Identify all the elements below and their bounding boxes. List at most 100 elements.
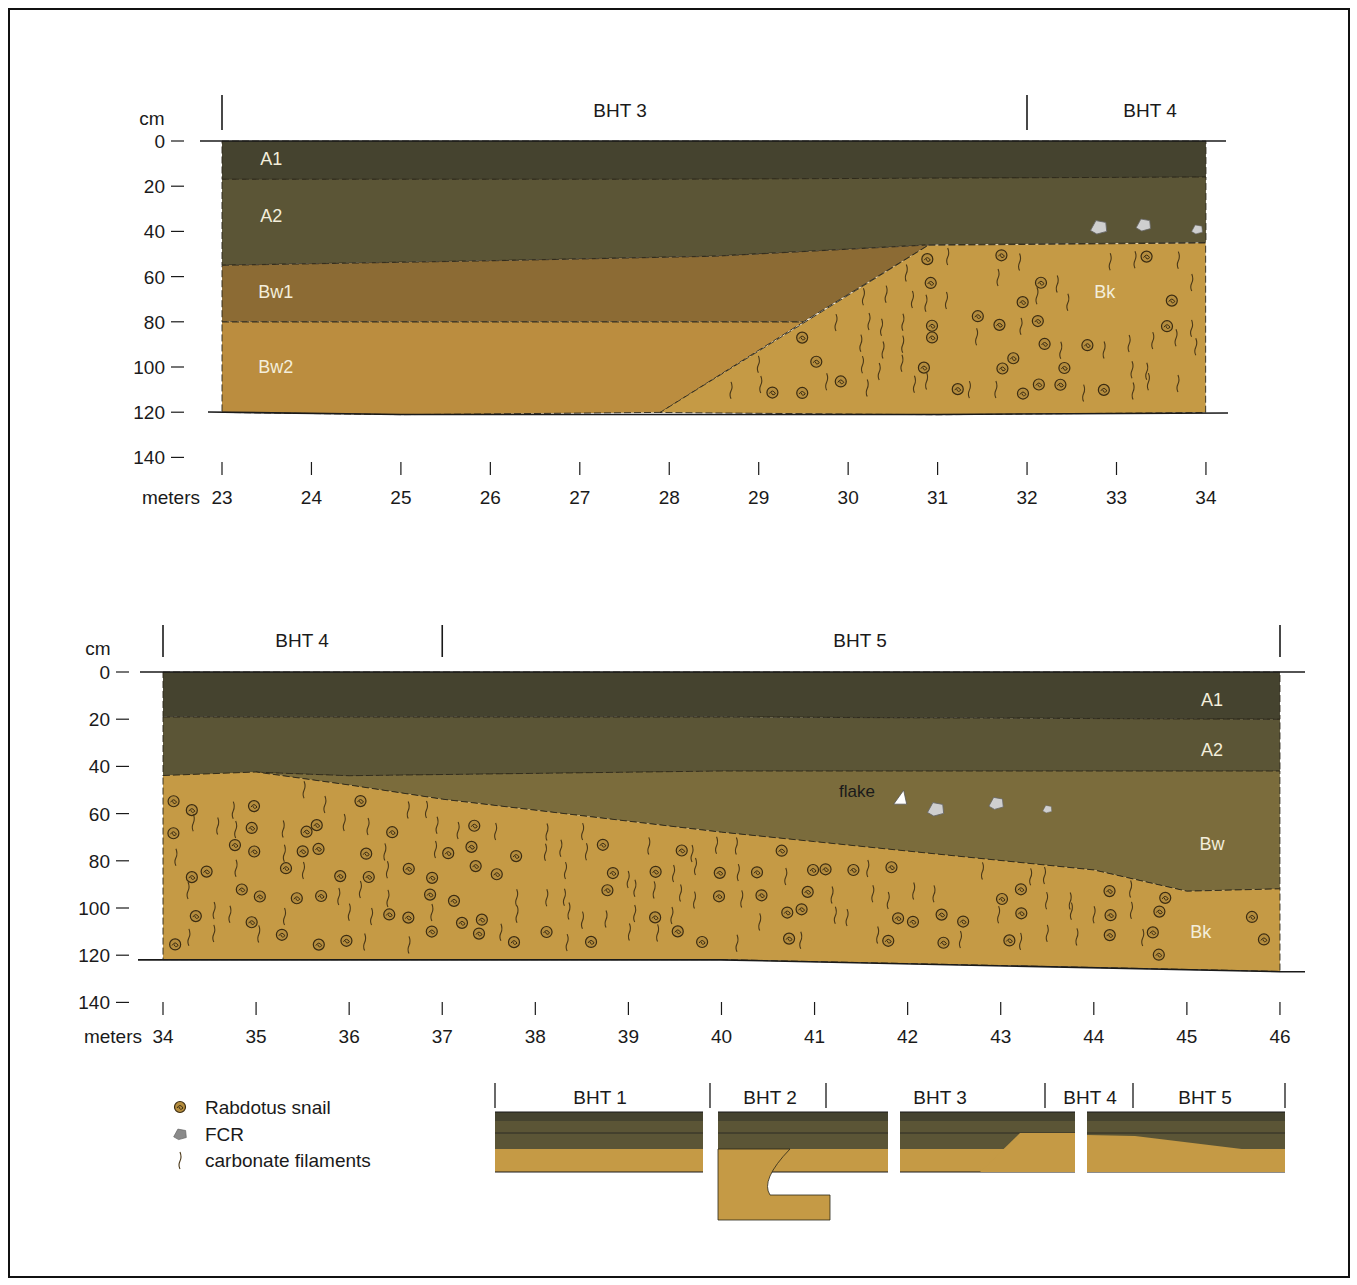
carbonate-filament (882, 341, 884, 358)
snail-symbol (1104, 930, 1115, 941)
carbonate-filament (425, 801, 427, 818)
snail-spiral (955, 387, 961, 391)
profile-line (937, 462, 938, 475)
snail-spiral (675, 930, 681, 934)
snail-spiral (814, 360, 820, 364)
axis-label: 100 (78, 899, 110, 918)
carbonate-filament (1130, 902, 1132, 919)
carbonate-filament (831, 887, 833, 904)
snail-symbol (509, 937, 520, 948)
snail-symbol (201, 866, 212, 877)
snail-spiral (925, 257, 931, 261)
carbonate-filament (933, 886, 935, 903)
axis-label: BHT 3 (593, 101, 647, 120)
snail-spiral (929, 336, 935, 340)
carbonate-filament (1046, 925, 1048, 942)
profile-line (200, 140, 1226, 142)
snail-symbol (1162, 320, 1173, 331)
snail-spiral (799, 336, 805, 340)
snail-symbol (996, 249, 1007, 260)
axis-label: 46 (1269, 1027, 1290, 1046)
snail-spiral (1038, 281, 1044, 285)
snail-spiral (1162, 897, 1168, 901)
horizon-label: A2 (1201, 739, 1223, 760)
snail-spiral (754, 871, 760, 875)
profile-line (442, 1002, 443, 1015)
carbonate-filament (175, 849, 177, 866)
snail-spiral (1042, 342, 1048, 346)
snail-spiral (386, 913, 392, 917)
snail-symbol (491, 869, 502, 880)
snail-spiral (304, 831, 310, 835)
snail-symbol (802, 887, 813, 898)
axis-label: meters (84, 1027, 142, 1046)
soil-horizon: Bk (163, 772, 1280, 971)
snail-spiral (997, 323, 1003, 327)
carbonate-filament (671, 907, 673, 924)
carbonate-filament (568, 903, 570, 920)
snail-symbol (457, 918, 468, 929)
snail-symbol (186, 872, 197, 883)
carbonate-filament (605, 911, 607, 928)
overview-band (495, 1112, 703, 1121)
snail-symbol (1160, 893, 1171, 904)
snail-spiral (895, 917, 901, 921)
carbonate-filament (1057, 275, 1059, 292)
carbonate-filament (495, 823, 497, 840)
snail-spiral (1150, 931, 1156, 935)
snail-spiral (189, 809, 195, 813)
carbonate-filament (338, 888, 340, 905)
profile-line (900, 1111, 1075, 1112)
snail-spiral (679, 849, 685, 853)
profile-line (400, 462, 401, 475)
carbonate-filament (885, 285, 887, 302)
profile-line (848, 462, 849, 475)
snail-spiral (940, 942, 946, 946)
carbonate-filament (867, 860, 869, 877)
carbonate-filament (906, 264, 908, 281)
carbonate-filament (1195, 338, 1197, 355)
snail-symbol (403, 912, 414, 923)
carbonate-filament (364, 934, 366, 951)
snail-symbol (427, 873, 438, 884)
profile-line (535, 1002, 536, 1015)
profile-line (116, 1002, 129, 1003)
profile-line (495, 1172, 703, 1173)
snail-symbol (586, 937, 597, 948)
snail-spiral (389, 831, 395, 835)
snail-symbol (784, 933, 795, 944)
snail-symbol (1099, 384, 1110, 395)
profile-line (255, 1002, 256, 1015)
overview-band (1087, 1112, 1285, 1121)
carbonate-filament (867, 379, 869, 396)
snail-symbol (1004, 935, 1015, 946)
profile-line (1093, 1002, 1094, 1015)
profile-line (1186, 1002, 1187, 1015)
carbonate-filament (902, 335, 904, 352)
axis-label: BHT 4 (1123, 101, 1177, 120)
snail-spiral (171, 800, 177, 804)
axis-label: 60 (144, 267, 165, 286)
carbonate-filament (877, 927, 879, 944)
horizon-label: Bk (1190, 921, 1211, 942)
snail-symbol (1167, 295, 1178, 306)
carbonate-filament (1131, 361, 1133, 378)
snail-symbol (1059, 362, 1070, 373)
axis-label: 36 (339, 1027, 360, 1046)
snail-symbol (938, 938, 949, 949)
overview-pit (718, 1149, 830, 1220)
profile-line (1087, 1133, 1285, 1134)
snail-spiral (799, 908, 805, 912)
snail-symbol (714, 868, 725, 879)
profile-line (441, 625, 443, 657)
snail-spiral (366, 876, 372, 880)
carbonate-filament (302, 862, 304, 879)
carbonate-filament (282, 821, 284, 838)
snail-spiral (716, 895, 722, 899)
legend-text: Rabdotus snail (205, 1098, 331, 1117)
snail-spiral (1020, 300, 1026, 304)
profile-line (669, 462, 670, 475)
axis-label: 80 (144, 312, 165, 331)
carbonate-filament (213, 902, 215, 919)
snail-spiral (177, 1106, 183, 1110)
